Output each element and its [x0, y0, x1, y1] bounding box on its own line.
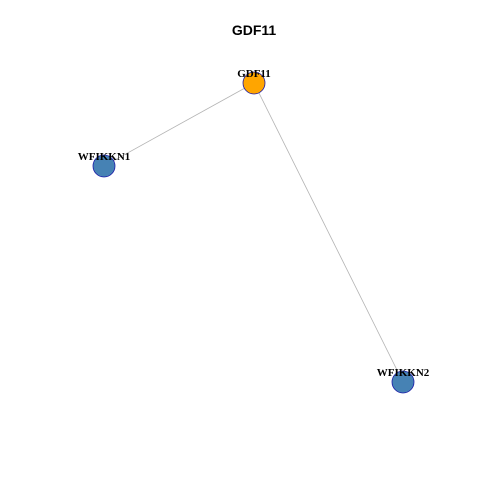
edge-gdf11-wfikkn2: [253, 82, 404, 383]
edges-layer: [103, 82, 404, 383]
node-gdf11: GDF11: [237, 68, 271, 95]
node-circle-wfikkn2: [391, 370, 415, 394]
node-label-wfikkn2: WFIKKN2: [377, 367, 430, 379]
node-label-wfikkn1: WFIKKN1: [78, 151, 131, 163]
diagram-title: GDF11: [232, 22, 277, 38]
node-circle-wfikkn1: [92, 154, 116, 178]
node-wfikkn2: WFIKKN2: [377, 367, 430, 394]
node-circle-gdf11: [242, 71, 266, 95]
edge-gdf11-wfikkn1: [103, 82, 255, 167]
node-label-gdf11: GDF11: [237, 68, 271, 80]
node-wfikkn1: WFIKKN1: [78, 151, 131, 178]
